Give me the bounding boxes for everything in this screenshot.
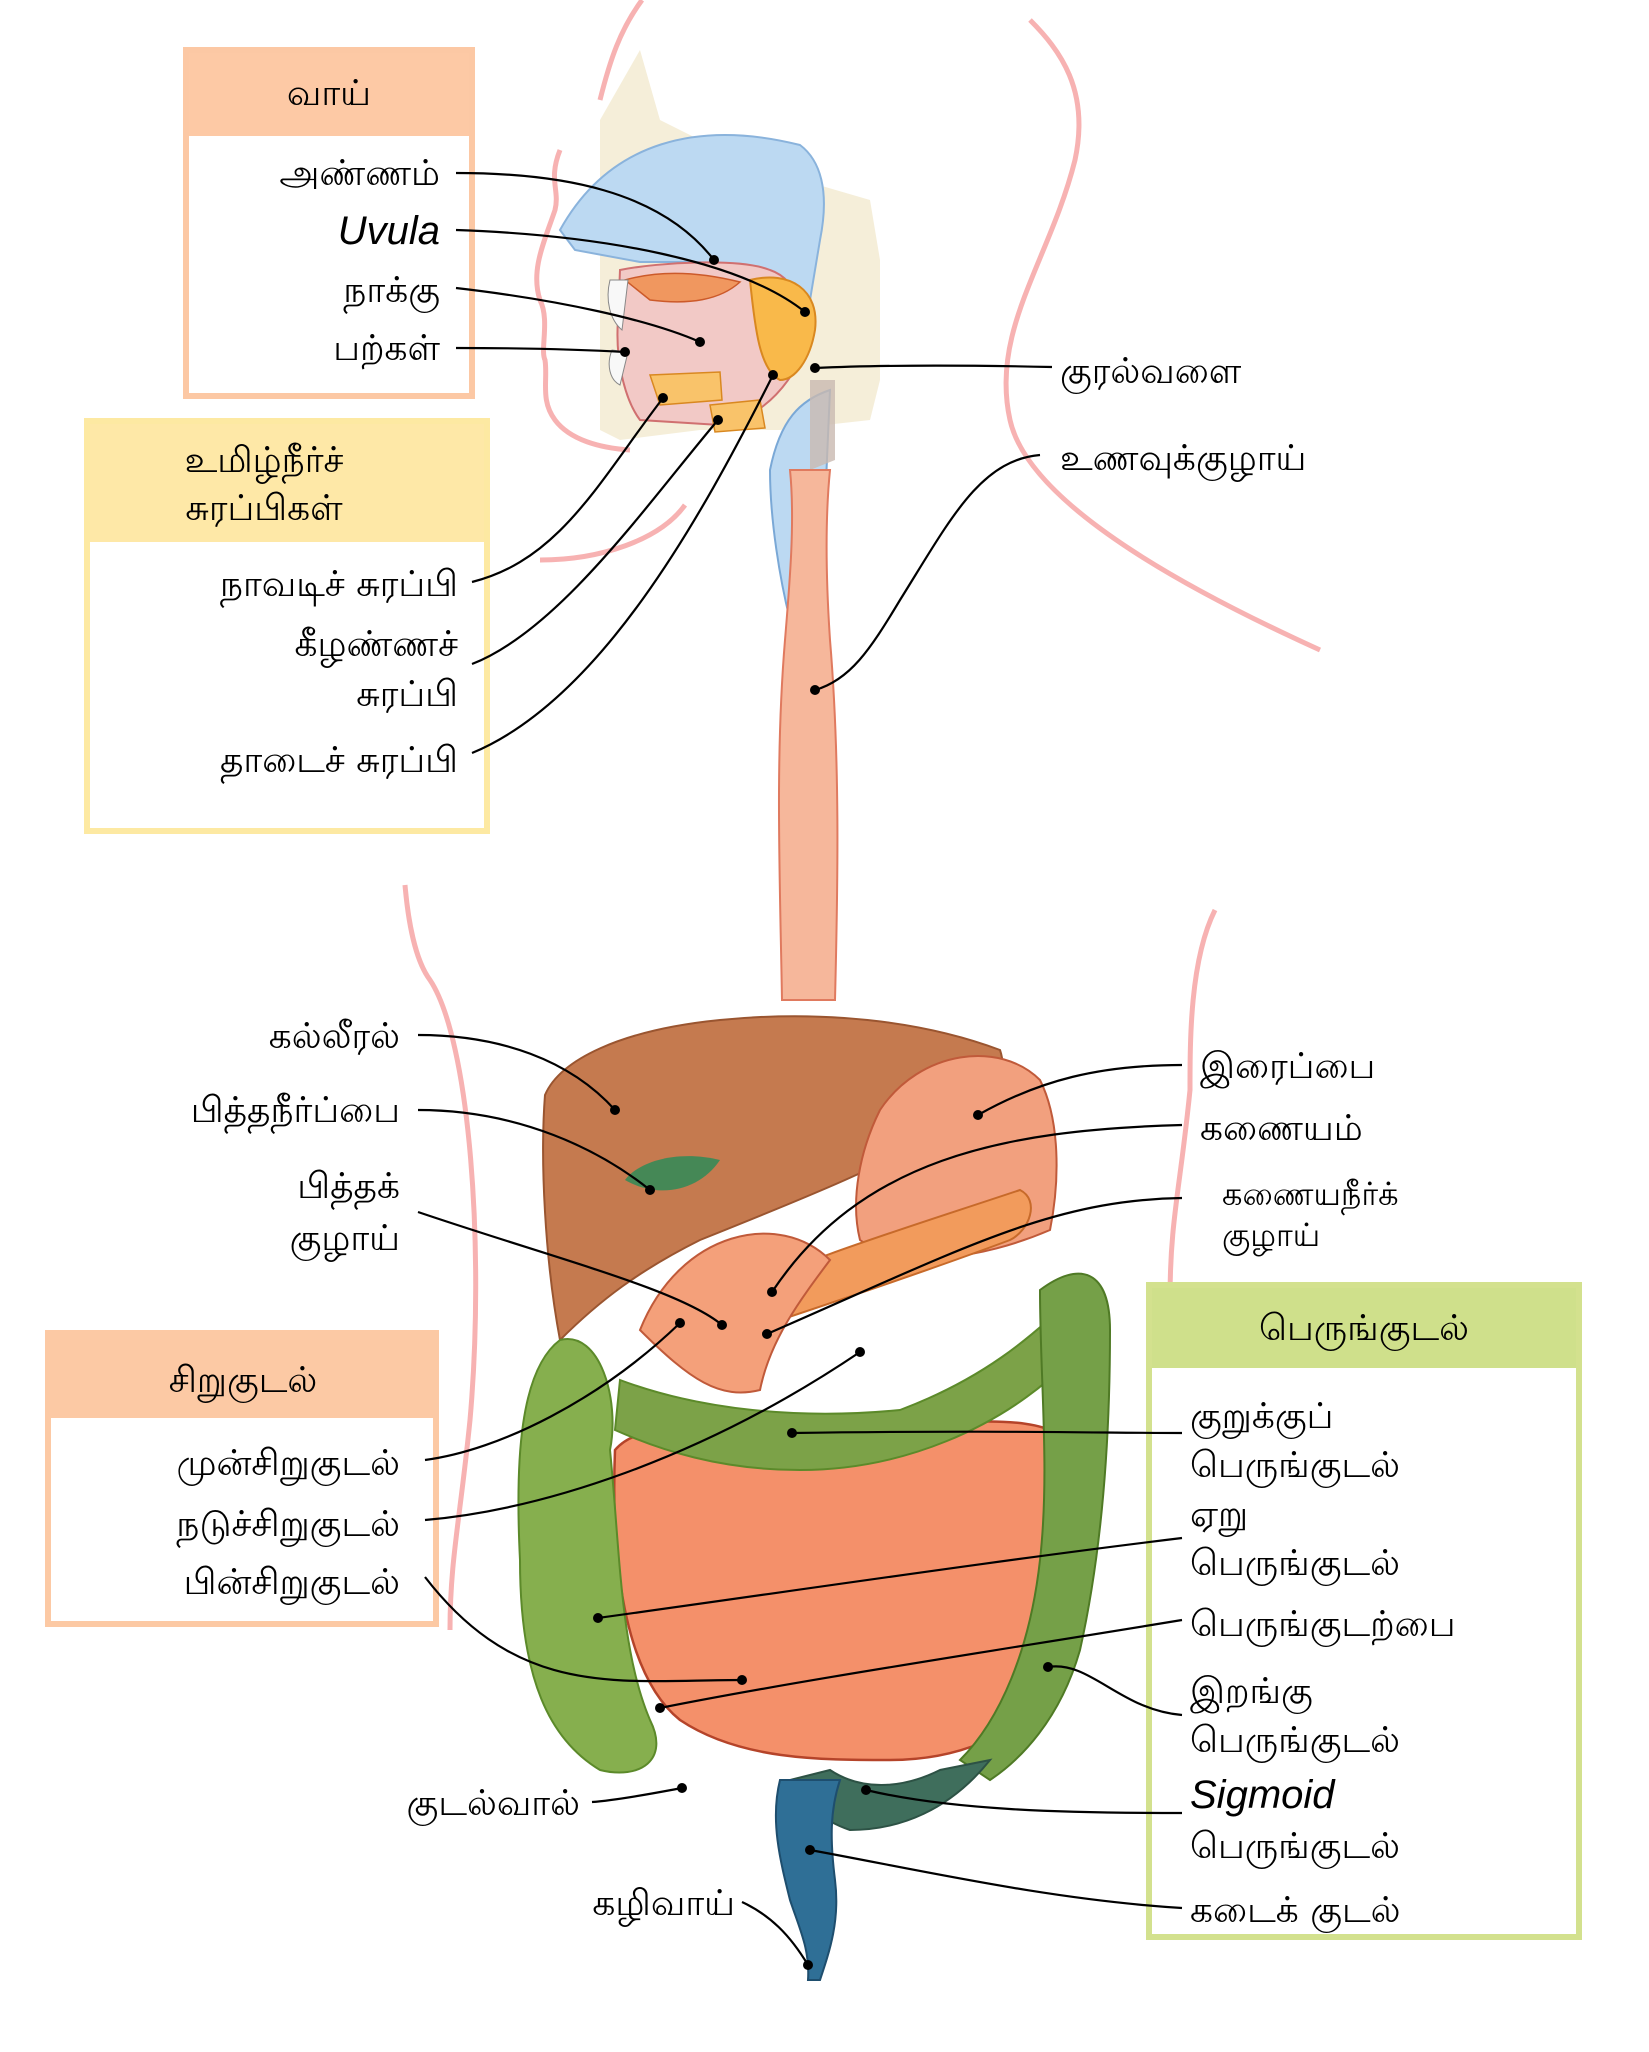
label-ascending-colon-1: ஏறு (1190, 1494, 1248, 1537)
body-outline (402, 0, 1322, 1631)
label-ileum: பின்சிறுகுடல் (184, 1562, 400, 1605)
label-bile-duct-2: குழாய் (290, 1218, 400, 1262)
label-duodenum: முன்சிறுகுடல் (177, 1443, 401, 1486)
label-anus: கழிவாய் (592, 1883, 735, 1927)
label-gallbladder: பித்தநீர்ப்பை (191, 1090, 400, 1134)
label-teeth: பற்கள் (333, 328, 440, 369)
leader-lines (417, 171, 1183, 1970)
label-transverse-colon-1: குறுக்குப் (1190, 1396, 1333, 1439)
label-parotid-gland: தாடைச் சுரப்பி (220, 740, 458, 784)
label-tongue: நாக்கு (343, 270, 440, 314)
label-pancreatic-duct-1: கணையநீர்க் (1222, 1175, 1399, 1216)
large-intestine-box-title: பெருங்குடல் (1259, 1308, 1469, 1351)
salivary-box-title-1: உமிழ்நீர்ச் (185, 440, 344, 484)
small-intestine-box (45, 1330, 439, 1627)
label-descending-colon-2: பெருங்குடல் (1190, 1720, 1400, 1763)
label-esophagus: உணவுக்குழாய் (1060, 438, 1306, 482)
label-jejunum: நடுச்சிறுகுடல் (176, 1504, 400, 1548)
label-submandibular-gland-1: கீழண்ணச் (294, 624, 458, 668)
label-sigmoid-colon-1: Sigmoid (1190, 1773, 1336, 1817)
label-pharynx: குரல்வளை (1060, 351, 1242, 394)
small-intestine-box-title: சிறுகுடல் (169, 1360, 318, 1403)
large-intestine-box (1146, 1282, 1582, 1940)
label-liver: கல்லீரல் (269, 1016, 400, 1057)
label-pancreatic-duct-2: குழாய் (1222, 1216, 1320, 1257)
label-ascending-colon-2: பெருங்குடல் (1190, 1543, 1400, 1586)
label-descending-colon-1: இறங்கு (1190, 1671, 1313, 1714)
label-cecum: பெருங்குடற்பை (1190, 1604, 1456, 1647)
labels: வாய் அண்ணம் Uvula நாக்கு பற்கள் உமிழ்நீர… (169, 73, 1469, 1933)
label-bile-duct-1: பித்தக் (297, 1166, 400, 1210)
label-rectum: கடைக் குடல் (1190, 1890, 1401, 1933)
mouth-box (183, 47, 475, 399)
label-palate: அண்ணம் (279, 153, 440, 194)
esophagus (777, 469, 839, 1001)
label-stomach: இரைப்பை (1200, 1046, 1375, 1089)
salivary-box (84, 418, 490, 834)
label-sigmoid-colon-2: பெருங்குடல் (1190, 1826, 1400, 1869)
label-uvula: Uvula (338, 209, 440, 253)
mouth-box-title: வாய் (287, 73, 371, 114)
label-transverse-colon-2: பெருங்குடல் (1190, 1445, 1400, 1488)
label-submandibular-gland-2: சுரப்பி (356, 674, 458, 715)
label-appendix: குடல்வால் (407, 1783, 580, 1826)
salivary-box-title-2: சுரப்பிகள் (185, 488, 343, 529)
head-organs (558, 50, 880, 621)
label-sublingual-gland: நாவடிச் சுரப்பி (220, 564, 458, 608)
label-pancreas: கணையம் (1200, 1108, 1363, 1149)
